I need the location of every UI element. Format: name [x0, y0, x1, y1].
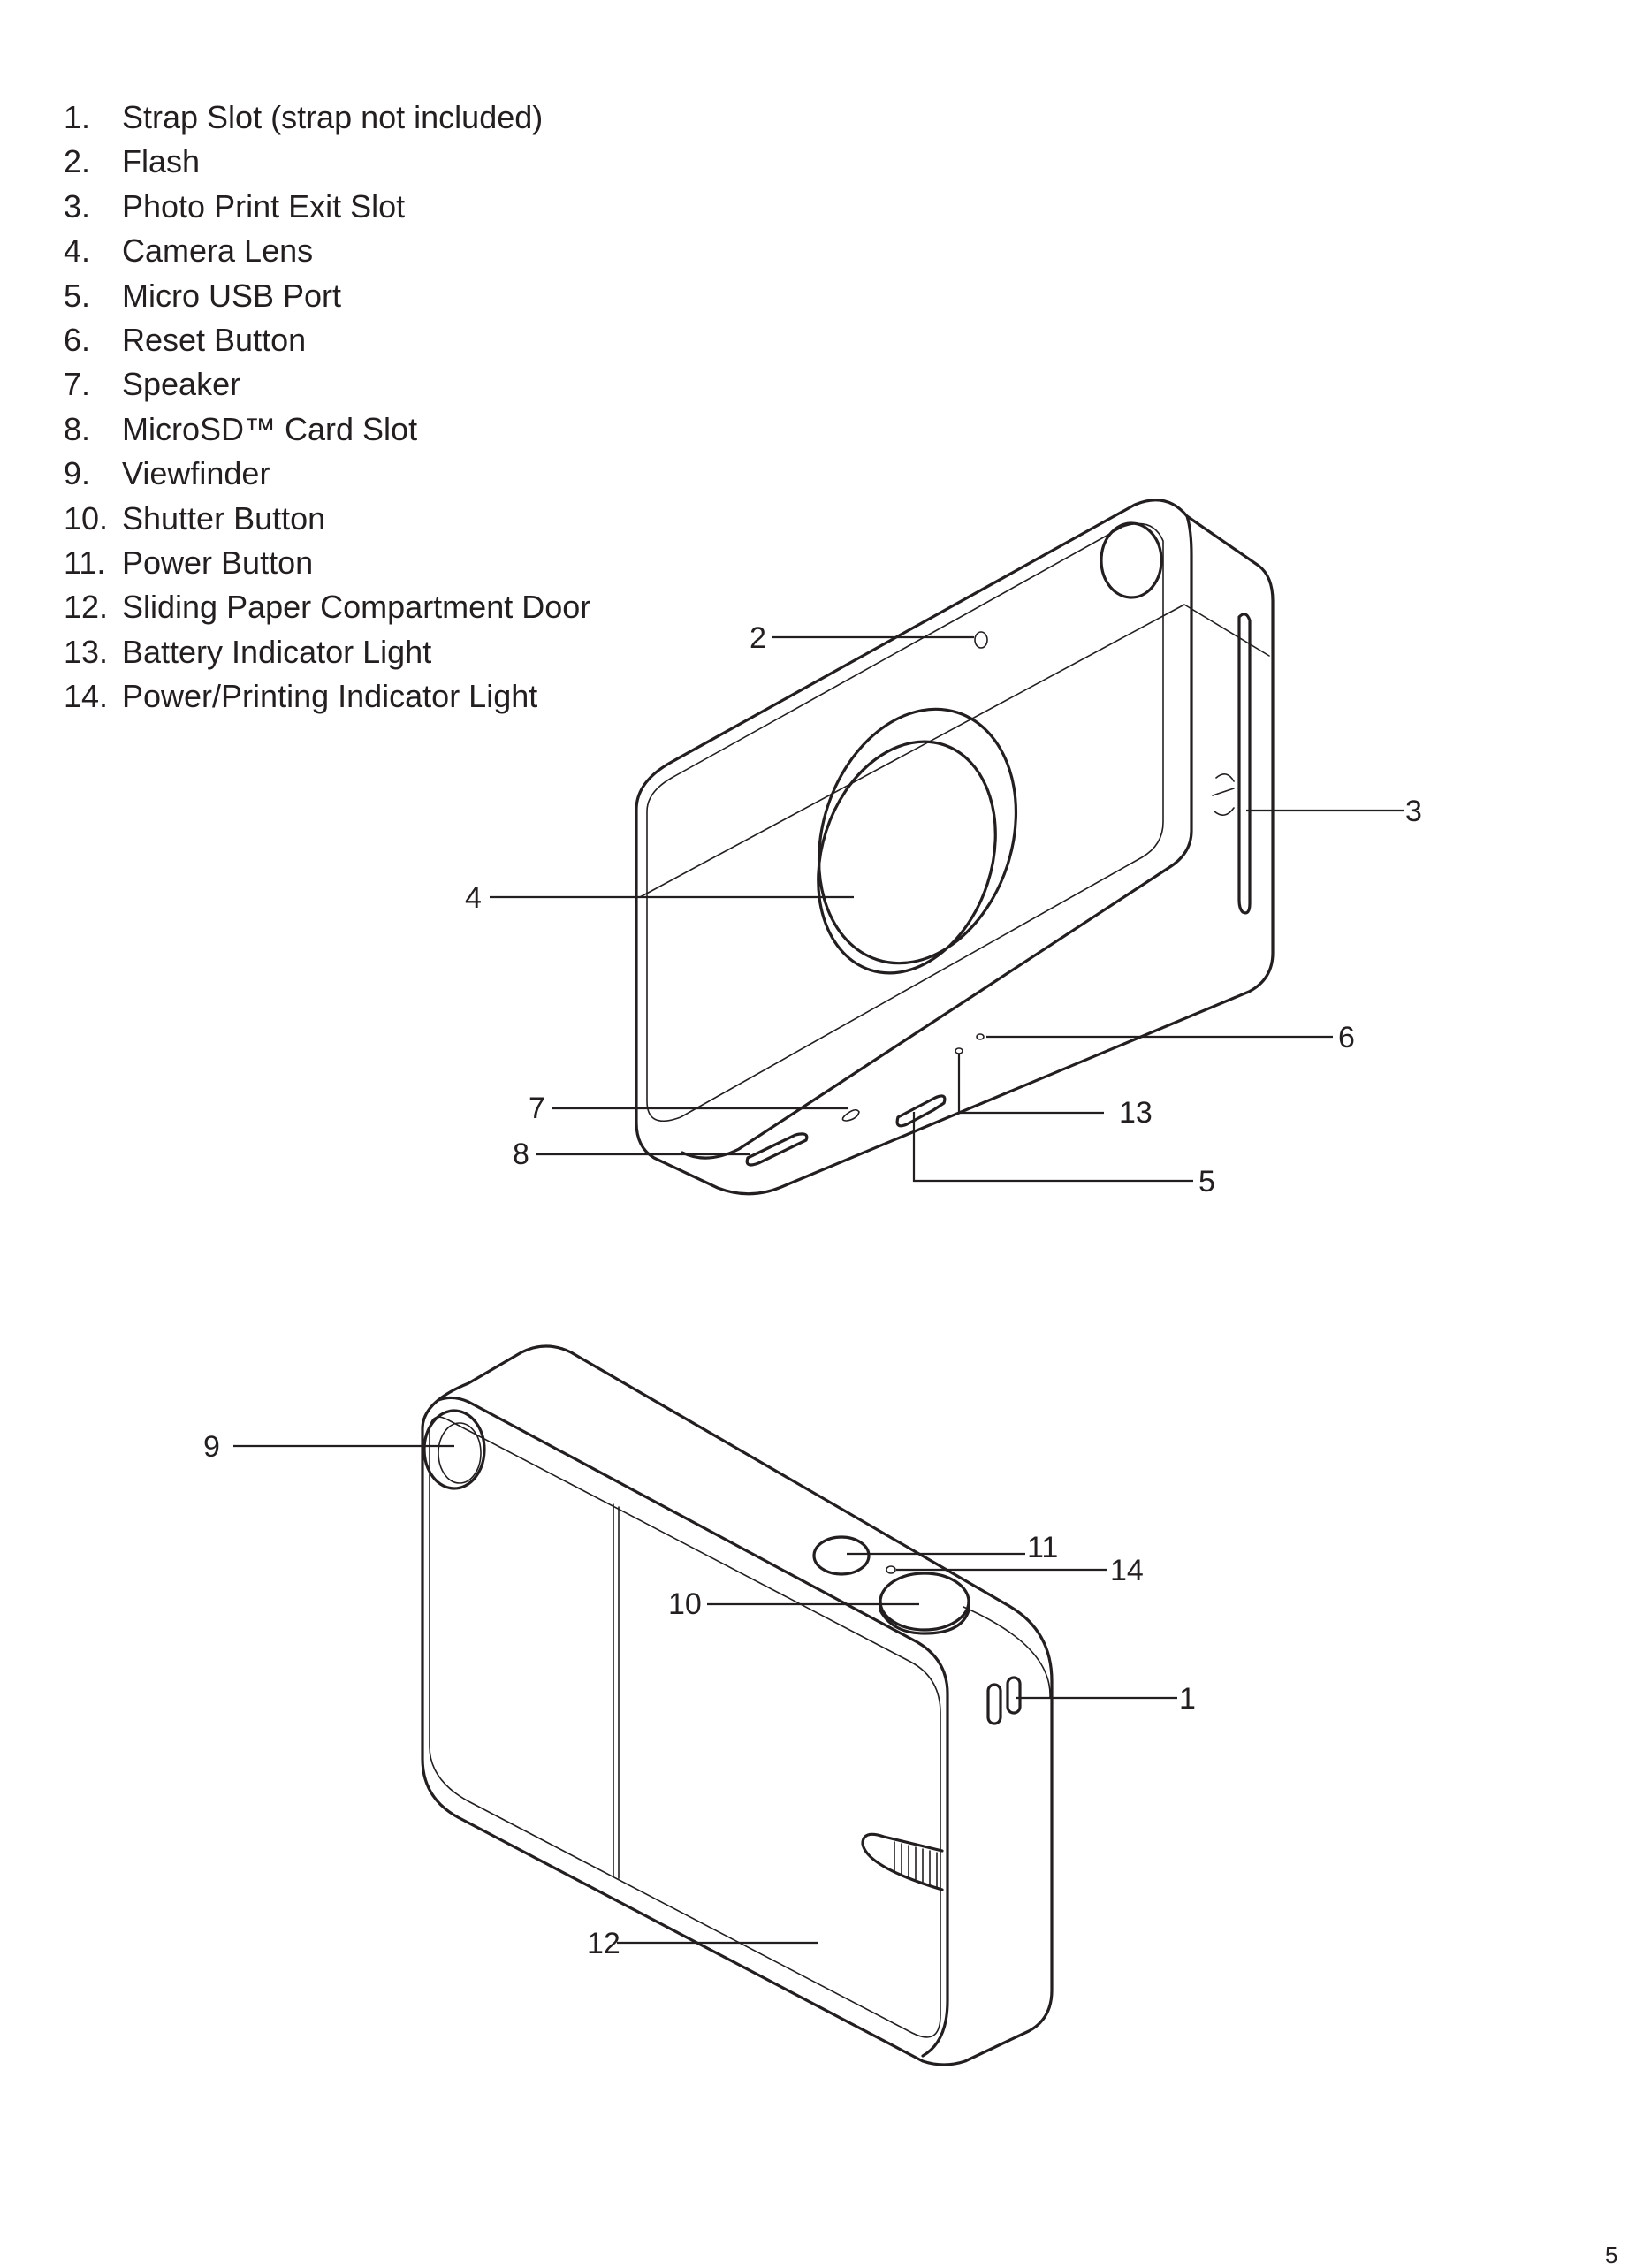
lens-inner-ring: [817, 740, 997, 975]
back-side-edge: [963, 1606, 1051, 1698]
microsd-slot-icon: [745, 1132, 809, 1167]
legend-number: 10.: [64, 499, 109, 537]
legend-label: Power/Printing Indicator Light: [122, 678, 538, 715]
front-face-bezel: [646, 522, 1164, 1122]
callout-strap: 1: [1179, 1682, 1196, 1716]
legend-number: 13.: [64, 633, 109, 670]
usb-port-icon: [895, 1094, 947, 1128]
legend-label: Flash: [122, 143, 201, 180]
door-grip-icon: [861, 1832, 944, 1891]
legend-number: 6.: [64, 321, 91, 358]
callout-power: 11: [1027, 1531, 1058, 1564]
lens-outer-ring: [817, 707, 1018, 965]
legend-label: Strap Slot (strap not included): [122, 99, 544, 135]
print-exit-slot: [1237, 613, 1252, 915]
camera-back-view: 9 11 14 10 1 12: [203, 1344, 1196, 2066]
callout-lens: 4: [465, 881, 482, 915]
page-number: 5: [1605, 2241, 1618, 2268]
callout-power-light: 14: [1110, 1554, 1144, 1587]
shutter-button-base: [879, 1600, 970, 1635]
legend-number: 9.: [64, 455, 91, 492]
strap-slot-icon: [986, 1683, 1002, 1725]
callout-reset: 6: [1338, 1021, 1355, 1054]
legend-label: Speaker: [122, 366, 241, 403]
legend-number: 5.: [64, 277, 91, 314]
callout-print-slot: 3: [1405, 795, 1422, 828]
front-panel-divider: [639, 604, 1270, 898]
battery-light-icon: [955, 1047, 963, 1054]
camera-front-view: 2 3 4 6 13 5 7 8: [465, 499, 1422, 1199]
legend-number: 1.: [64, 99, 91, 135]
viewfinder-inner-icon: [438, 1422, 482, 1484]
legend-number: 4.: [64, 232, 91, 270]
legend-number: 3.: [64, 187, 91, 225]
callout-sd-slot: 8: [513, 1138, 529, 1171]
legend-number: 2.: [64, 143, 91, 180]
legend-label: MicroSD™ Card Slot: [122, 410, 418, 447]
reset-button-icon: [976, 1033, 985, 1040]
callout-speaker: 7: [529, 1092, 545, 1125]
legend-label: Battery Indicator Light: [122, 633, 432, 670]
legend-number: 14.: [64, 678, 109, 715]
legend-label: Sliding Paper Compartment Door: [122, 589, 591, 626]
legend-number: 7.: [64, 366, 91, 403]
legend-label: Micro USB Port: [122, 277, 342, 314]
shutter-button-icon: [879, 1572, 970, 1632]
legend-number: 11.: [64, 544, 106, 581]
legend-number: 8.: [64, 410, 91, 447]
callout-door: 12: [587, 1927, 620, 1960]
legend-label: Viewfinder: [122, 455, 270, 492]
callout-usb: 5: [1198, 1165, 1215, 1199]
legend-label: Power Button: [122, 544, 314, 581]
viewfinder-icon: [422, 1409, 486, 1490]
callout-battery-light: 13: [1119, 1096, 1153, 1130]
strap-slot-icon-2: [1006, 1676, 1022, 1715]
leader-usb: [912, 1112, 1193, 1183]
speaker-icon: [841, 1108, 860, 1122]
back-face-rim: [437, 1396, 949, 2058]
front-side-edge: [681, 514, 1193, 1160]
power-light-icon: [886, 1565, 896, 1574]
callout-shutter: 10: [668, 1587, 702, 1621]
leader-battery-light: [957, 1054, 1104, 1115]
power-button-icon: [812, 1535, 871, 1576]
legend-label: Shutter Button: [122, 499, 326, 537]
callout-flash: 2: [750, 621, 766, 655]
back-face-bezel: [429, 1416, 941, 2038]
brand-mark: [1212, 773, 1235, 816]
legend-label: Reset Button: [122, 321, 307, 358]
legend-number: 12.: [64, 589, 109, 626]
flash-icon: [974, 631, 988, 649]
callout-viewfinder: 9: [203, 1430, 220, 1464]
legend-label: Camera Lens: [122, 232, 314, 270]
door-grip-ridges-icon: [894, 1841, 938, 1888]
back-body-outline: [421, 1344, 1054, 2066]
viewfinder-front-icon: [1100, 521, 1163, 599]
legend-label: Photo Print Exit Slot: [122, 187, 406, 225]
